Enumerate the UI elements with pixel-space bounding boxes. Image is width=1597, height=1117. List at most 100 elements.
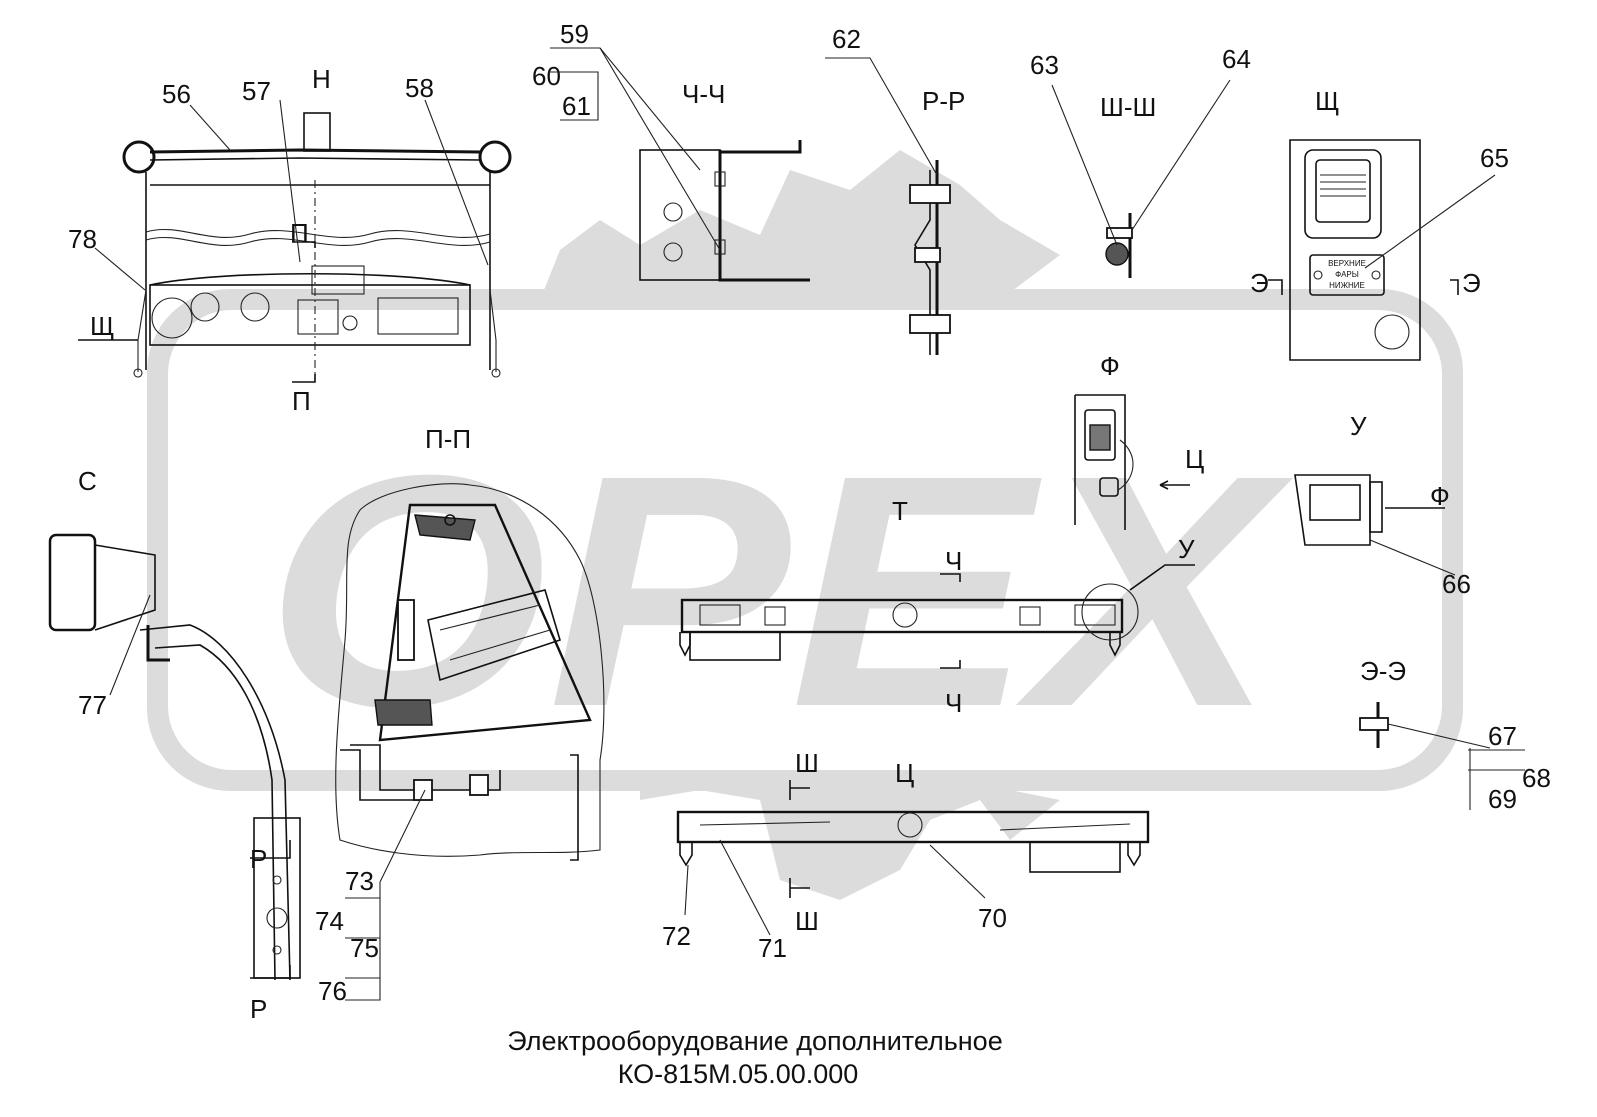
section-pp <box>335 483 605 861</box>
letter-shsh: Ш-Ш <box>1100 92 1156 122</box>
letter-p-bottom: П <box>292 386 311 416</box>
letter-rr: Р-Р <box>922 86 965 116</box>
left-lamp <box>122 140 156 174</box>
callout-78: 78 <box>68 224 97 254</box>
chch-nut-2 <box>714 239 726 255</box>
leader-67 <box>1387 723 1491 749</box>
leader-70 <box>929 844 986 899</box>
section-r-bottom-mark <box>250 965 291 979</box>
letter-f: Ф <box>1100 351 1120 381</box>
callout-61: 61 <box>562 91 591 121</box>
switch-block <box>377 297 459 335</box>
callout-67-69-rule <box>1468 749 1525 771</box>
u-lamp <box>1309 484 1361 521</box>
watermark-gear-bottom <box>640 790 1060 900</box>
letter-r-bottom: Р <box>250 994 267 1024</box>
letter-e-right: Э <box>1462 268 1481 298</box>
letter-pp: П-П <box>425 424 471 454</box>
callout-65: 65 <box>1480 143 1509 173</box>
view-rr <box>909 160 951 355</box>
section-r-top-mark <box>250 840 291 859</box>
callout-58: 58 <box>405 73 434 103</box>
rr-bolt-bottom <box>909 314 951 334</box>
section-sh-top-mark <box>789 780 810 800</box>
pp-reflector <box>427 589 561 682</box>
dashboard-panel <box>149 284 471 346</box>
caption-title: Электрооборудование дополнительное <box>507 1026 1002 1056</box>
f-arrow-head <box>1159 480 1169 490</box>
view-u <box>1294 474 1445 546</box>
pp-circle <box>444 514 456 526</box>
view-chch <box>639 140 810 282</box>
ts-bar <box>676 810 1150 844</box>
right-lamp <box>478 140 512 174</box>
right-bolt <box>491 368 501 378</box>
watermark-frame-inner <box>168 310 1442 770</box>
leader-63 <box>1051 84 1118 246</box>
letter-r-top: Р <box>250 844 267 874</box>
letter-f-arrow: Ф <box>1430 481 1450 511</box>
letter-chch: Ч-Ч <box>682 79 725 109</box>
letter-t: Т <box>892 496 908 526</box>
callout-76: 76 <box>318 976 347 1006</box>
callout-62: 62 <box>832 24 861 54</box>
letter-c: С <box>78 466 97 496</box>
shch-round <box>1374 314 1410 350</box>
watermark-frame <box>147 289 1463 791</box>
leader-lines <box>94 47 1496 1001</box>
left-wire <box>137 289 147 372</box>
callout-77: 77 <box>78 690 107 720</box>
t-foot-right <box>1109 632 1121 657</box>
caption: Электрооборудование дополнительное КО-81… <box>507 1026 1002 1089</box>
pp-nut-1 <box>413 779 433 801</box>
callouts: 56 57 58 59 60 61 62 63 64 65 66 67 68 6… <box>68 19 1551 1006</box>
callout-72: 72 <box>662 921 691 951</box>
view-letters: Н П П Щ С П-П Ч-Ч Р-Р Ш-Ш Щ Э Э Ф Ц Т У … <box>78 64 1481 1024</box>
leader-66 <box>1369 539 1456 576</box>
section-p-top-mark <box>292 241 316 248</box>
leader-65 <box>1364 174 1496 269</box>
pp-lamp-wedge <box>378 503 592 742</box>
ts-foot-left <box>679 842 693 867</box>
callout-74: 74 <box>315 906 344 936</box>
pp-nut-2 <box>469 774 489 796</box>
instrument-block <box>297 299 339 335</box>
letter-sh-top: Ш <box>795 748 819 778</box>
caption-code: КО-815М.05.00.000 <box>618 1059 859 1089</box>
callout-60: 60 <box>532 61 561 91</box>
leader-77 <box>109 594 151 696</box>
shch-rocker-lines <box>1320 174 1366 197</box>
u-lens <box>1369 481 1383 533</box>
u-housing <box>1294 474 1371 546</box>
beacon <box>303 112 331 152</box>
ts-wire <box>699 821 1131 831</box>
c-lamp-housing <box>48 533 97 632</box>
leader-73-76 <box>345 882 381 1001</box>
left-bolt <box>133 368 143 378</box>
leader-57 <box>279 99 301 263</box>
chch-channel-top <box>720 140 802 154</box>
dashboard-top <box>149 272 471 286</box>
letter-n: Н <box>312 64 331 94</box>
section-ch-bottom-mark <box>940 660 961 669</box>
switch-label-mid: ФАРЫ <box>1335 270 1359 279</box>
leader-59-61-b <box>599 47 701 171</box>
c-hole-1 <box>272 875 282 885</box>
section-e-left-mark <box>1268 279 1283 295</box>
f-lamp <box>1084 409 1116 461</box>
gauge-2 <box>240 292 270 322</box>
roof-bar-lower <box>149 157 481 161</box>
u-pointer <box>1129 564 1195 591</box>
leader-58 <box>424 99 489 266</box>
switch-label-top: ВЕРХНИЕ <box>1328 259 1366 268</box>
letter-ch-top: Ч <box>945 546 962 576</box>
section-sh-bottom-mark <box>789 878 810 898</box>
t-center-hole <box>892 602 918 628</box>
ee-bolt <box>1359 717 1389 731</box>
rr-nut-mid <box>914 247 941 263</box>
callout-70: 70 <box>978 903 1007 933</box>
leader-73 <box>379 789 426 883</box>
view-f <box>1074 394 1190 530</box>
view-ts-lightbar <box>676 780 1150 898</box>
c-hole-2 <box>266 907 288 929</box>
